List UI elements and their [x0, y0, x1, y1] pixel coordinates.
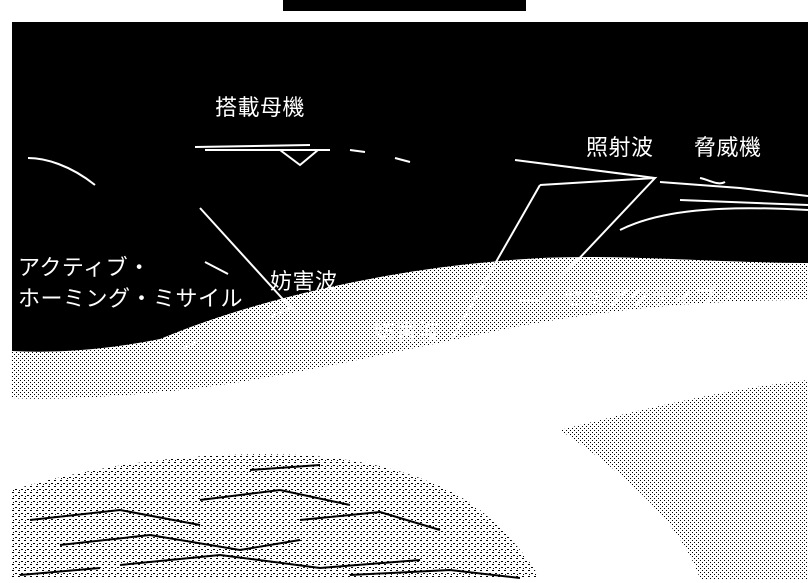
label-semi-active-missile-line2: ホーミング・ミサイル — [562, 317, 788, 342]
horizon-haze — [12, 256, 808, 399]
label-active-missile-line1: アクティブ・ — [18, 256, 151, 281]
sky — [12, 22, 808, 351]
label-threat-aircraft: 脅威機 — [694, 136, 762, 161]
label-semi-active-missile-line1: セミアクティブ・ — [562, 286, 740, 311]
label-carrier-aircraft: 搭載母機 — [215, 96, 306, 121]
label-jamming-wave-center: 妨害波 — [373, 320, 441, 345]
label-illumination-wave: 照射波 — [586, 136, 654, 161]
label-jamming-wave-left: 妨害波 — [270, 270, 338, 295]
ground-strokes — [19, 464, 521, 579]
ground-detail — [12, 454, 540, 579]
ground-shading-right — [560, 380, 808, 579]
label-active-missile-line2: ホーミング・ミサイル — [18, 287, 244, 312]
horizon-edge — [11, 255, 808, 352]
flight-paths — [27, 144, 808, 377]
top-tab — [283, 0, 526, 11]
